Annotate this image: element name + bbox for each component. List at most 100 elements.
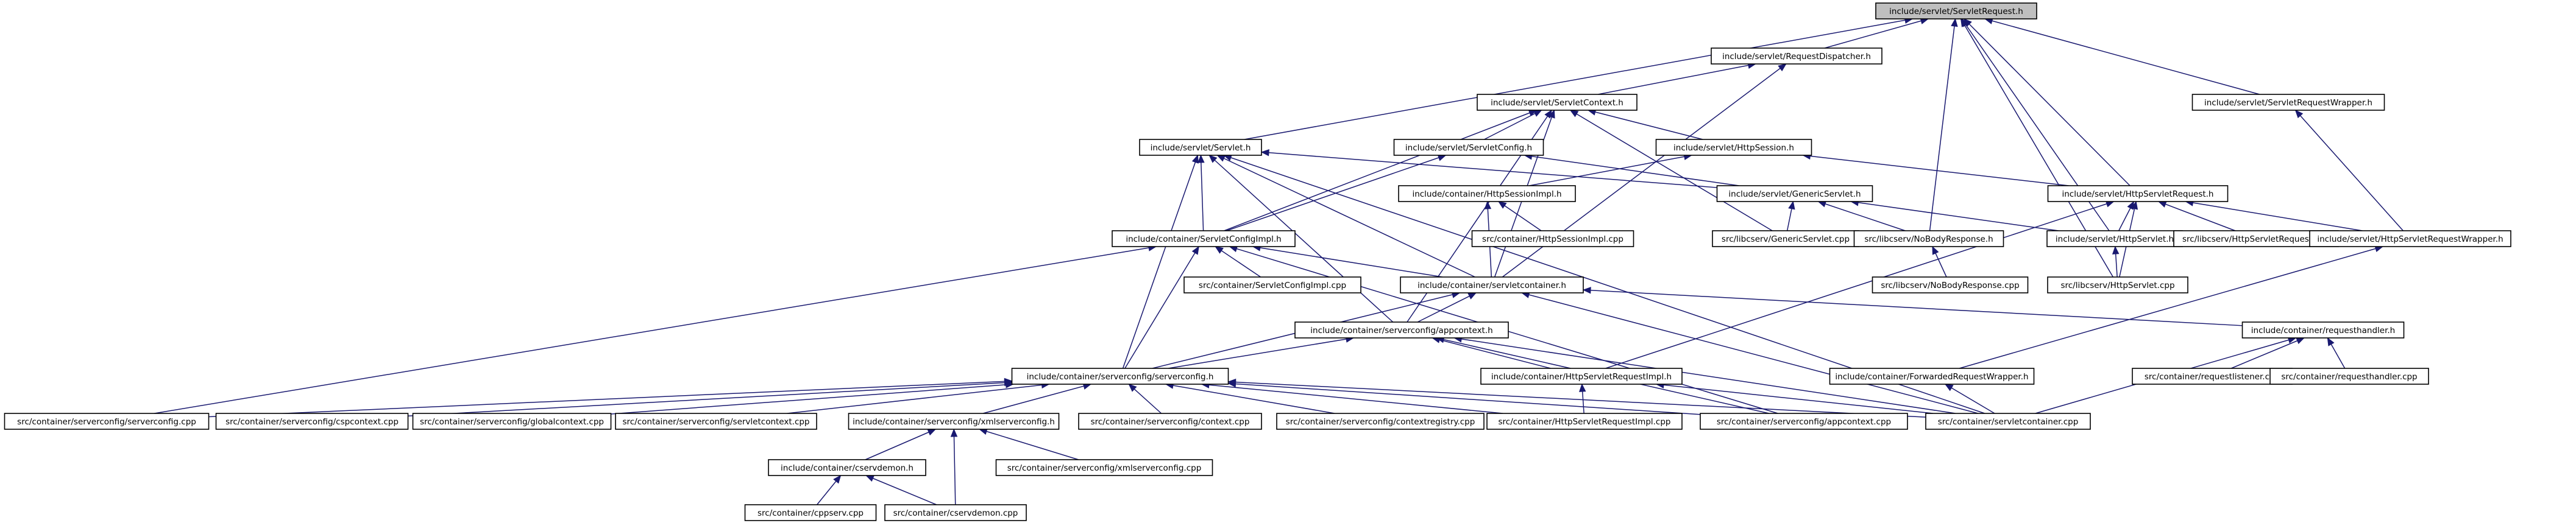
dependency-edge: [982, 384, 1091, 414]
node-box[interactable]: [1480, 368, 1683, 385]
node-hsrw[interactable]: include/servlet/HttpServletRequestWrappe…: [2309, 230, 2511, 247]
dependency-edge: [1228, 381, 1926, 418]
node-ctxcpp[interactable]: src/container/serverconfig/context.cpp: [1078, 413, 1262, 430]
node-box[interactable]: [1486, 413, 1683, 430]
node-box[interactable]: [2132, 368, 2293, 385]
node-box[interactable]: [2047, 185, 2229, 202]
node-box[interactable]: [1398, 185, 1576, 202]
node-box[interactable]: [848, 413, 1060, 430]
node-rhcpp[interactable]: src/container/requesthandler.cpp: [2269, 368, 2429, 385]
node-box[interactable]: [995, 459, 1213, 476]
node-hsimplcpp[interactable]: src/container/HttpSessionImpl.cpp: [1471, 230, 1634, 247]
node-box[interactable]: [1471, 230, 1634, 247]
node-box[interactable]: [615, 413, 817, 430]
node-scfgimplcpp[interactable]: src/container/ServletConfigImpl.cpp: [1183, 276, 1361, 293]
node-hs[interactable]: include/servlet/HttpSession.h: [1655, 139, 1812, 156]
edge-arrowhead: [1578, 383, 1586, 392]
node-box[interactable]: [1872, 276, 2029, 293]
node-cppservcpp[interactable]: src/container/cppserv.cpp: [744, 504, 877, 521]
node-box[interactable]: [884, 504, 1027, 521]
node-box[interactable]: [2269, 368, 2429, 385]
edge-arrowhead: [1198, 154, 1205, 163]
node-scfgimpl[interactable]: include/container/ServletConfigImpl.h: [1112, 230, 1296, 247]
node-label: include/servlet/ServletRequest.h: [1889, 7, 2023, 16]
node-box[interactable]: [215, 413, 409, 430]
node-appctx[interactable]: include/container/serverconfig/appcontex…: [1294, 321, 1509, 339]
node-svcfgcpp[interactable]: src/container/serverconfig/serverconfig.…: [4, 413, 210, 430]
node-label: include/servlet/HttpServletRequest.h: [2062, 189, 2214, 199]
node-scontcpp[interactable]: src/container/servletcontainer.cpp: [1925, 413, 2091, 430]
node-box[interactable]: [768, 459, 926, 476]
node-label: src/libcserv/HttpServletRequest.cpp: [2182, 234, 2330, 244]
node-servlet[interactable]: include/servlet/Servlet.h: [1139, 139, 1262, 156]
node-box[interactable]: [1829, 368, 2035, 385]
node-box[interactable]: [2046, 230, 2183, 247]
node-cspctxcpp[interactable]: src/container/serverconfig/cspcontext.cp…: [215, 413, 409, 430]
node-box[interactable]: [1925, 413, 2091, 430]
node-hsrimplcpp[interactable]: src/container/HttpServletRequestImpl.cpp: [1486, 413, 1683, 430]
edge-arrowhead: [865, 475, 875, 482]
node-box[interactable]: [1011, 368, 1229, 385]
node-nbr[interactable]: src/libcserv/NoBodyResponse.h: [1853, 230, 2004, 247]
node-box[interactable]: [1716, 185, 1873, 202]
node-box[interactable]: [1875, 2, 2037, 19]
node-box[interactable]: [2309, 230, 2511, 247]
node-box[interactable]: [2241, 321, 2405, 339]
node-label: src/libcserv/NoBodyResponse.h: [1864, 234, 1993, 244]
node-box[interactable]: [1712, 230, 1859, 247]
node-reqh[interactable]: include/container/requesthandler.h: [2241, 321, 2405, 339]
node-box[interactable]: [1294, 321, 1509, 339]
node-root[interactable]: include/servlet/ServletRequest.h: [1875, 2, 2037, 19]
node-rlcpp[interactable]: src/container/requestlistener.cpp: [2132, 368, 2293, 385]
node-srw[interactable]: include/servlet/ServletRequestWrapper.h: [2191, 94, 2385, 111]
node-label: src/libcserv/GenericServlet.cpp: [1722, 234, 1850, 244]
node-box[interactable]: [1700, 413, 1908, 430]
dependency-edge: [1224, 110, 1537, 231]
edge-arrowhead: [1569, 110, 1579, 118]
node-ctxregcpp[interactable]: src/container/serverconfig/contextregist…: [1276, 413, 1485, 430]
node-label: include/servlet/HttpServlet.h: [2056, 234, 2174, 244]
node-box[interactable]: [1276, 413, 1485, 430]
node-csdcpp[interactable]: src/container/cservdemon.cpp: [884, 504, 1027, 521]
node-xmlcfgcpp[interactable]: src/container/serverconfig/xmlserverconf…: [995, 459, 1213, 476]
node-appctxcpp[interactable]: src/container/serverconfig/appcontext.cp…: [1700, 413, 1908, 430]
node-box[interactable]: [1400, 276, 1584, 293]
node-scont[interactable]: include/container/servletcontainer.h: [1400, 276, 1584, 293]
node-box[interactable]: [2191, 94, 2385, 111]
edge-arrowhead: [1128, 384, 1137, 392]
node-svcfg[interactable]: include/container/serverconfig/servercon…: [1011, 368, 1229, 385]
node-box[interactable]: [1853, 230, 2004, 247]
node-box[interactable]: [412, 413, 612, 430]
node-rd[interactable]: include/servlet/RequestDispatcher.h: [1711, 47, 1882, 65]
node-box[interactable]: [1655, 139, 1812, 156]
node-gs[interactable]: include/servlet/GenericServlet.h: [1716, 185, 1873, 202]
node-box[interactable]: [2047, 276, 2188, 293]
node-nbrcpp[interactable]: src/libcserv/NoBodyResponse.cpp: [1872, 276, 2029, 293]
node-scfg[interactable]: include/servlet/ServletConfig.h: [1393, 139, 1544, 156]
node-frw[interactable]: include/container/ForwardedRequestWrappe…: [1829, 368, 2035, 385]
node-box[interactable]: [1139, 139, 1262, 156]
node-hservletcpp[interactable]: src/libcserv/HttpServlet.cpp: [2047, 276, 2188, 293]
node-box[interactable]: [1078, 413, 1262, 430]
node-hservlet[interactable]: include/servlet/HttpServlet.h: [2046, 230, 2183, 247]
node-box[interactable]: [4, 413, 210, 430]
node-globctxcpp[interactable]: src/container/serverconfig/globalcontext…: [412, 413, 612, 430]
node-box[interactable]: [1183, 276, 1361, 293]
node-box[interactable]: [744, 504, 877, 521]
dependency-edge: [1570, 110, 1773, 231]
node-hsrimpl[interactable]: include/container/HttpServletRequestImpl…: [1480, 368, 1683, 385]
node-box[interactable]: [1711, 47, 1882, 65]
node-label: src/container/requestlistener.cpp: [2145, 372, 2280, 382]
node-xmlcfg[interactable]: include/container/serverconfig/xmlserver…: [848, 413, 1060, 430]
edge-arrowhead: [1216, 155, 1226, 162]
node-sctxcpp[interactable]: src/container/serverconfig/servletcontex…: [615, 413, 817, 430]
node-box[interactable]: [1393, 139, 1544, 156]
node-label: src/container/HttpSessionImpl.cpp: [1482, 234, 1623, 244]
node-gscpp[interactable]: src/libcserv/GenericServlet.cpp: [1712, 230, 1859, 247]
node-box[interactable]: [1112, 230, 1296, 247]
node-box[interactable]: [1477, 94, 1637, 111]
node-csd[interactable]: include/container/cservdemon.h: [768, 459, 926, 476]
node-sc[interactable]: include/servlet/ServletContext.h: [1477, 94, 1637, 111]
node-hsimpl[interactable]: include/container/HttpSessionImpl.h: [1398, 185, 1576, 202]
node-hsr[interactable]: include/servlet/HttpServletRequest.h: [2047, 185, 2229, 202]
